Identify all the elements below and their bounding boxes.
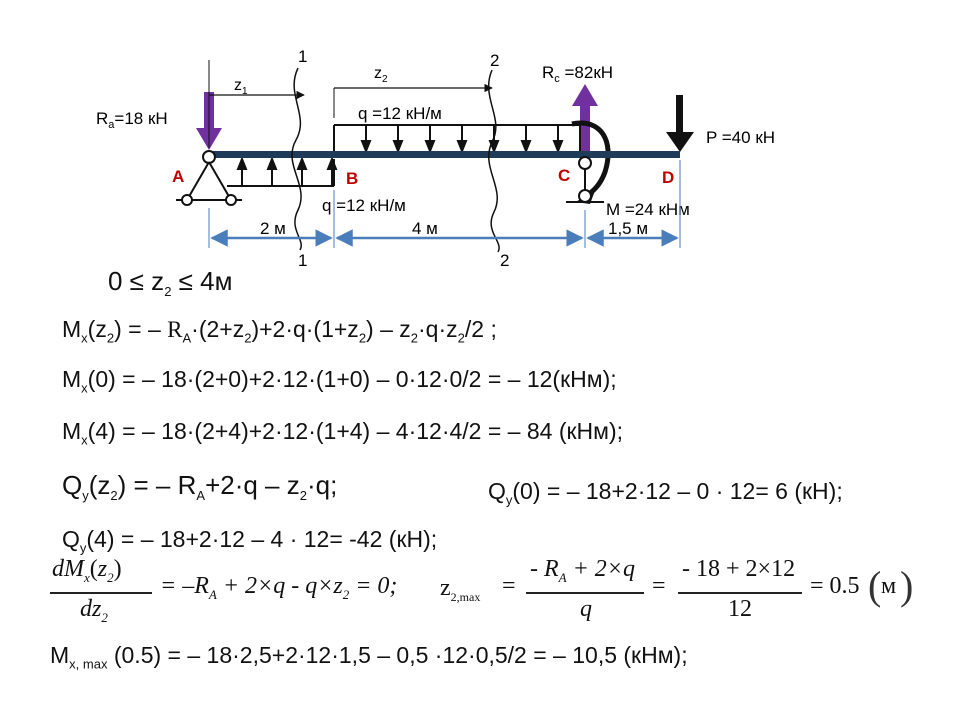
dimension-lines: [208, 160, 681, 248]
max-moment-equation: Mx, max (0.5) = – 18·2,5+2·12·1,5 – 0,5 …: [50, 642, 688, 672]
load-arrowhead-down: [520, 140, 532, 154]
point-d-label: D: [662, 168, 674, 187]
frac2-denominator: 12: [728, 596, 752, 622]
frac1-numerator: - RA + 2×q: [530, 556, 635, 585]
force-p-label: P =40 кН: [706, 128, 775, 147]
section-2-top: 2: [490, 51, 499, 70]
shear-at-zero: Qy(0) = – 18+2·12 – 0 · 12= 6 (кН);: [488, 478, 843, 508]
load-q-top-label: q =12 кН/м: [358, 104, 442, 123]
zmax-result: = 0.5: [810, 573, 860, 599]
range-condition: 0 ≤ z2 ≤ 4м: [108, 266, 233, 300]
load-arrowhead-down: [392, 140, 404, 154]
load-arrowhead-up: [266, 156, 278, 170]
load-arrowhead-down: [456, 140, 468, 154]
unit-paren-right: ): [900, 563, 914, 608]
load-arrowhead-down: [360, 140, 372, 154]
load-arrowhead-up: [326, 156, 338, 170]
dim-bc-label: 4 м: [412, 219, 438, 238]
reaction-ra-label: Ra=18 кН: [96, 109, 168, 131]
shear-at-four: Qy(4) = – 18+2·12 – 4 · 12= -42 (кН);: [62, 526, 438, 556]
moment-at-four: Mx(4) = – 18·(2+4)+2·12·(1+4) – 4·12·4/2…: [62, 418, 624, 448]
z1-label: z1: [234, 77, 248, 97]
reaction-rc-arrow: [572, 84, 598, 153]
distributed-load-top: [333, 124, 581, 154]
dim-cd-label: 1,5 м: [608, 219, 648, 238]
moment-equation: Mx(z2) = – RA·(2+z2)+2·q·(1+z2) – z2·q·z…: [62, 316, 497, 346]
section-2-bottom: 2: [500, 251, 509, 270]
zmax-eq2: =: [652, 573, 666, 599]
z2-label: z2: [374, 65, 388, 85]
point-a-label: A: [172, 167, 184, 186]
deriv-denominator: dz2: [80, 596, 108, 625]
force-p-arrow: [666, 95, 694, 152]
zmax-label: z2,max: [440, 575, 481, 604]
frac1-denominator: q: [580, 596, 592, 622]
point-c-label: C: [558, 166, 570, 185]
unit-paren-left: (: [868, 563, 882, 608]
section-1-bottom: 1: [298, 251, 307, 270]
load-q-bottom-label: q =12 кН/м: [322, 196, 406, 215]
dim-ab-label: 2 м: [260, 219, 286, 238]
point-b-label: B: [346, 169, 358, 188]
load-arrowhead-up: [296, 156, 308, 170]
section-1-top: 1: [298, 47, 307, 66]
frac2-numerator: - 18 + 2×12: [682, 556, 796, 582]
load-arrowhead-down: [424, 140, 436, 154]
zmax-eq1: =: [502, 573, 516, 599]
shear-equation: Qy(z2) = – RA+2·q – z2·q;: [62, 470, 338, 504]
load-arrowhead-down: [552, 140, 564, 154]
distributed-load-bottom: [227, 156, 338, 187]
load-arrowhead-up: [236, 156, 248, 170]
deriv-numerator: dMx(z2): [52, 556, 122, 585]
support-c: [566, 156, 604, 203]
beam-diagram: Ra=18 кН Rc =82кН P =40 кН M =24 кНм q =…: [96, 47, 775, 270]
support-a: [176, 150, 242, 206]
reaction-rc-label: Rc =82кН: [542, 63, 613, 85]
section-line-2: [487, 69, 500, 253]
deriv-rhs: = –RA + 2×q - q×z2 = 0;: [160, 573, 398, 602]
moment-label: M =24 кНм: [606, 200, 690, 219]
moment-at-zero: Mx(0) = – 18·(2+0)+2·12·(1+0) – 0·12·0/2…: [62, 366, 617, 396]
zmax-unit: м: [881, 573, 897, 599]
beam: [210, 151, 680, 158]
